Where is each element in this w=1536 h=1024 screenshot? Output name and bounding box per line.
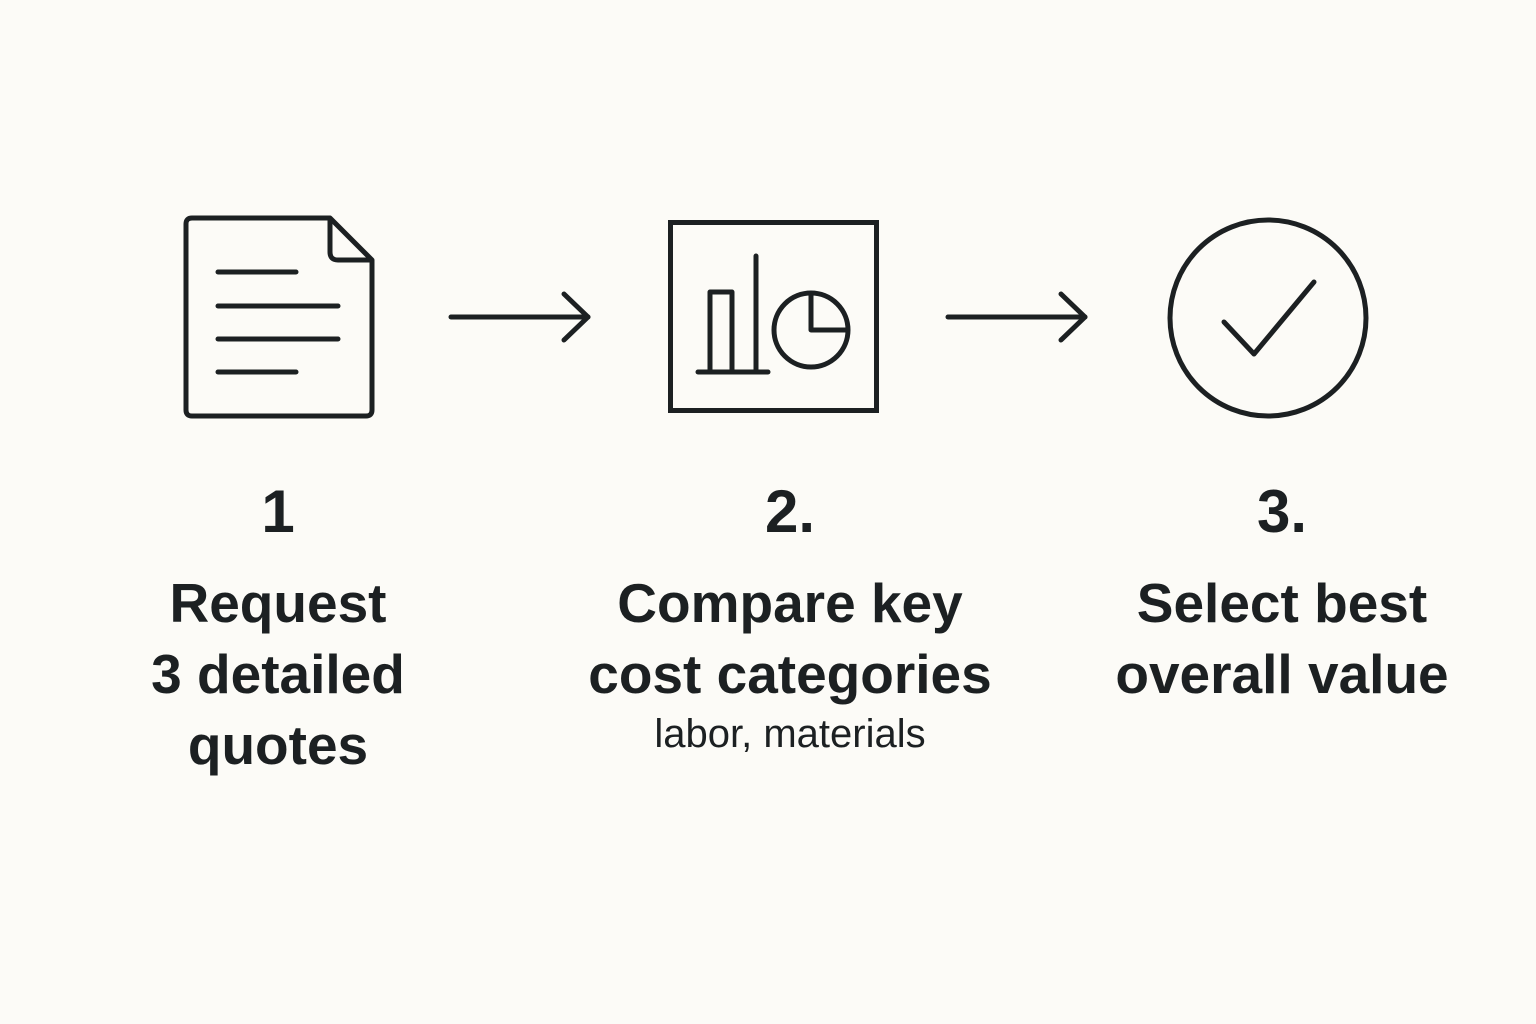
step-1: 1 Request 3 detailed quotes [18,482,538,781]
step-number: 1 [261,478,295,545]
step-number: 3. [1256,478,1308,545]
step-title: Compare key cost categories [588,572,992,705]
step-3: 3. Select best overall value [1022,482,1536,710]
arrow-right-icon [448,290,594,349]
step-number: 2. [764,478,816,545]
checkmark-circle-icon [1166,216,1370,420]
step-2: 2. Compare key cost categories labor, ma… [530,482,1050,758]
chart-icon [668,220,880,416]
document-icon [183,215,376,420]
step-subtitle: labor, materials [654,712,926,756]
step-title: Request 3 detailed quotes [151,572,405,776]
step-title: Select best overall value [1115,572,1449,705]
arrow-right-icon [945,290,1091,349]
